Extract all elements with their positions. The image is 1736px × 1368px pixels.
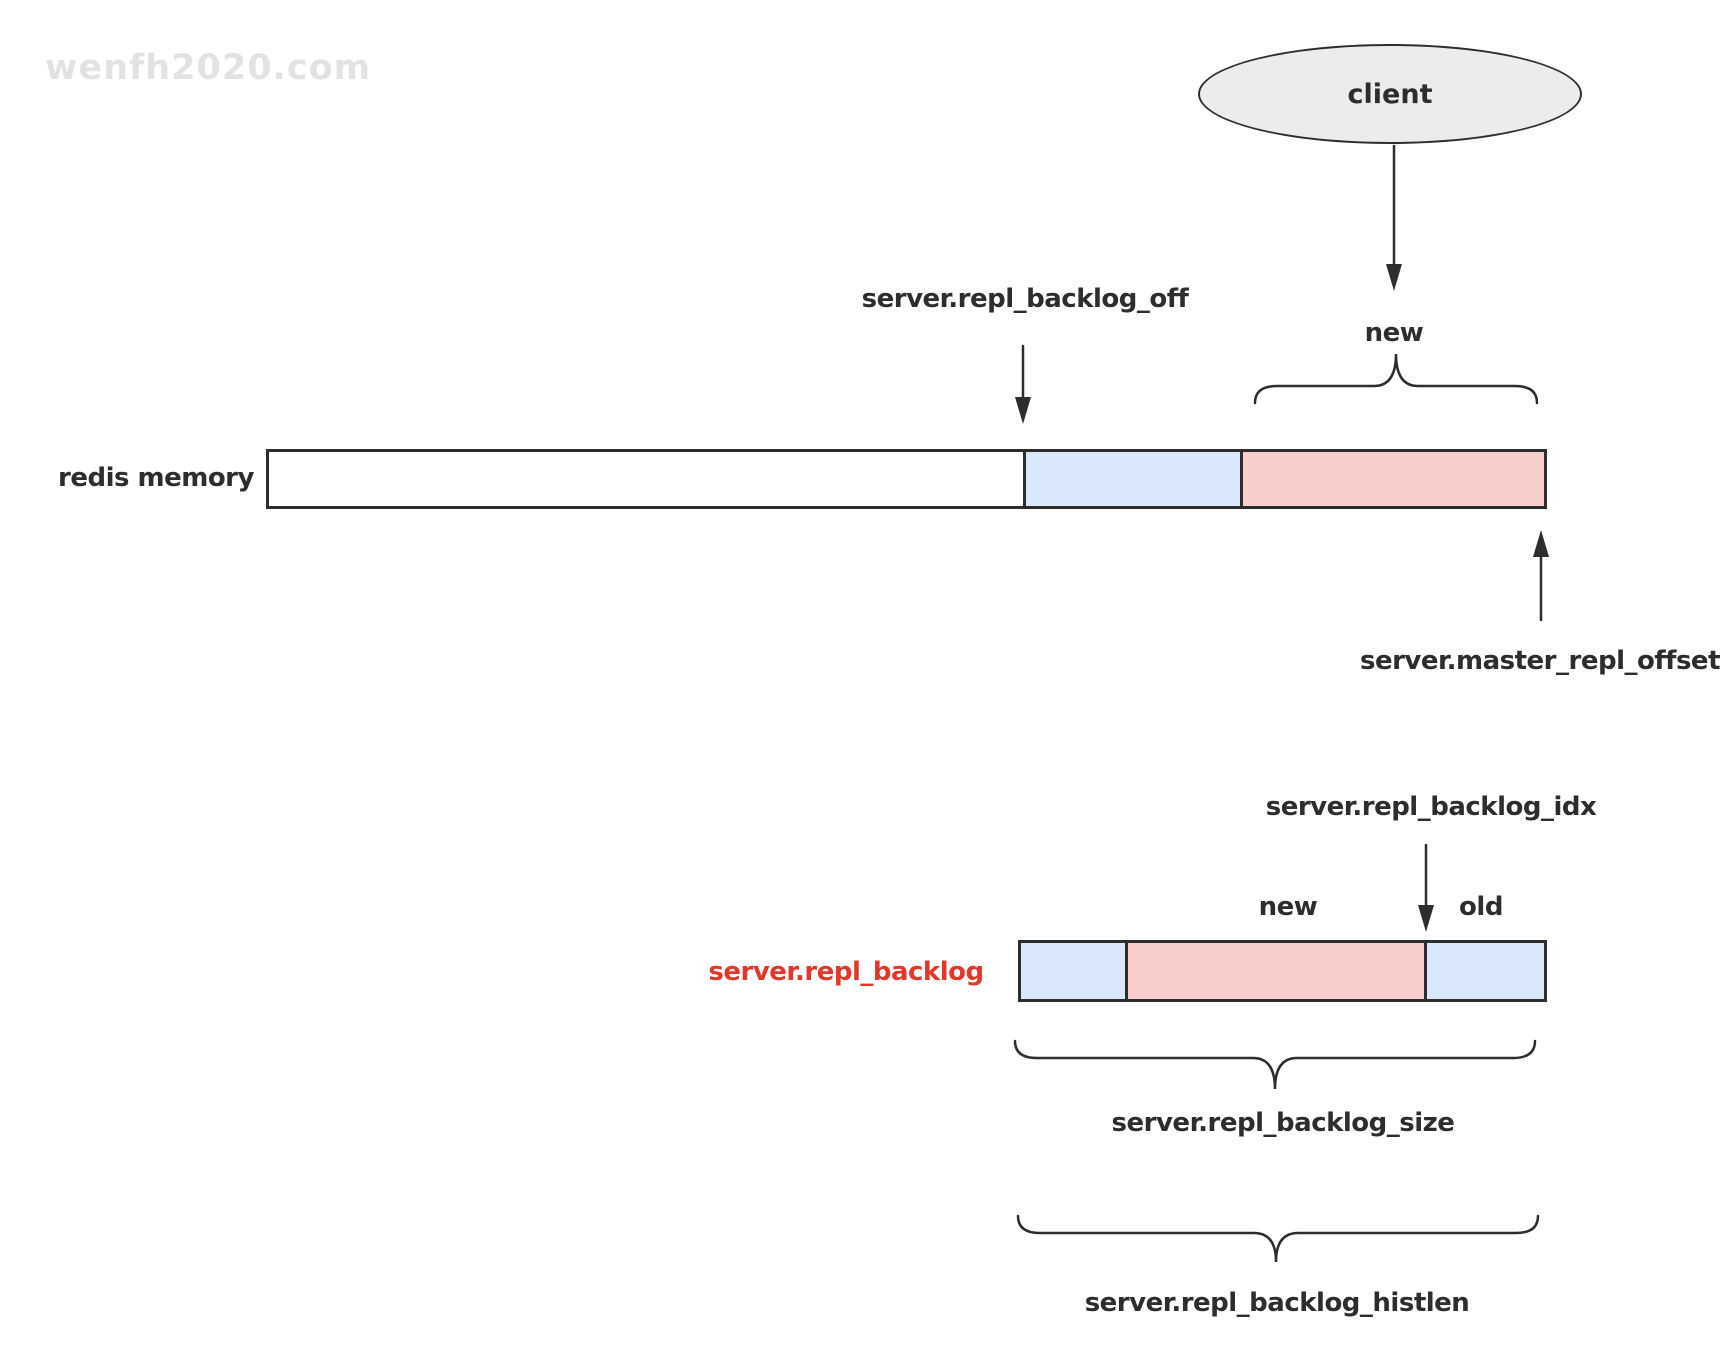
- repl-backlog-bar: [1018, 940, 1547, 1002]
- backlog-blue-left-segment: [1021, 943, 1125, 999]
- repl-backlog-histlen-label: server.repl_backlog_histlen: [1084, 1288, 1470, 1318]
- new-top-label: new: [1364, 318, 1424, 348]
- memory-new-segment: [1243, 452, 1544, 506]
- memory-bar-label: redis memory: [58, 463, 254, 493]
- new-bottom-label: new: [1258, 892, 1318, 922]
- old-bottom-label: old: [1459, 892, 1503, 922]
- master-repl-offset-arrow: [1533, 530, 1549, 622]
- repl-backlog-size-label: server.repl_backlog_size: [1111, 1108, 1455, 1138]
- repl-backlog-idx-label: server.repl_backlog_idx: [1265, 792, 1597, 822]
- client-arrow: [1386, 144, 1402, 291]
- memory-blue-segment: [1023, 452, 1243, 506]
- repl-backlog-off-label: server.repl_backlog_off: [861, 284, 1189, 314]
- repl-backlog-idx-arrow: [1418, 843, 1434, 932]
- client-node: client: [1198, 44, 1582, 144]
- master-repl-offset-label: server.master_repl_offset: [1359, 646, 1721, 676]
- repl-backlog-histlen-brace: [1016, 1214, 1540, 1263]
- new-brace: [1253, 353, 1539, 405]
- repl-backlog-size-brace: [1013, 1039, 1537, 1090]
- client-node-label: client: [1347, 78, 1433, 110]
- repl-backlog-label: server.repl_backlog: [708, 957, 984, 987]
- watermark-text: wenfh2020.com: [45, 48, 372, 88]
- backlog-new-segment: [1125, 943, 1427, 999]
- memory-free-segment: [269, 452, 1023, 506]
- redis-memory-bar: [266, 449, 1547, 509]
- backlog-old-segment: [1427, 943, 1544, 999]
- repl-backlog-off-arrow: [1015, 344, 1031, 424]
